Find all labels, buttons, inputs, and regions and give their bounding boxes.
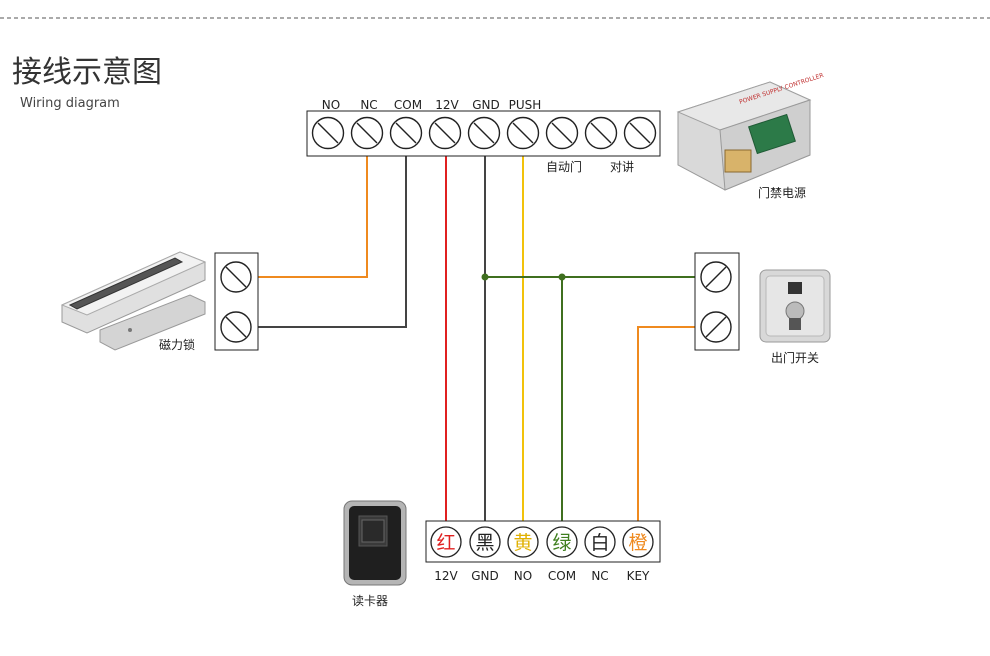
controller-screw-slot-7 [551, 122, 573, 144]
magnetic-lock-label: 磁力锁 [159, 337, 195, 352]
reader-terminal-label-2: GND [471, 569, 499, 583]
reader-terminal-block: 红黑黄绿白橙 [425, 520, 661, 563]
reader-terminal-label-6: KEY [627, 569, 650, 583]
reader-terminal-label-5: NC [591, 569, 608, 583]
wire-orange-nc-lock [258, 151, 368, 278]
reader-terminal-label-4: COM [548, 569, 576, 583]
reader-terminal-6 [622, 526, 654, 558]
exit-terminal-block [694, 252, 740, 351]
controller-screw-slot-3 [395, 122, 417, 144]
card-reader-image [343, 500, 407, 586]
reader-wire-glyph-4: 绿 [552, 532, 571, 554]
wire-black-com-lock [258, 151, 407, 328]
reader-wire-glyph-1: 红 [436, 532, 455, 554]
page-title: 接线示意图 [12, 55, 162, 90]
power-supply-label: 门禁电源 [758, 185, 806, 200]
junction-dot-gnd [481, 273, 489, 281]
terminal-label-nc: NC [360, 98, 377, 112]
terminal-label-no: NO [322, 98, 340, 112]
terminal-label-push: PUSH [509, 98, 542, 112]
controller-screw-slot-6 [512, 122, 534, 144]
reader-terminal-label-1: 12V [434, 569, 458, 583]
controller-screw-slot-9 [629, 122, 651, 144]
reader-terminal-1 [430, 526, 462, 558]
power-supply-image: POWER SUPPLY CONTROLLER [676, 72, 825, 191]
controller-screw-slot-4 [434, 122, 456, 144]
card-reader-label: 读卡器 [352, 594, 388, 608]
terminal-label-com: COM [394, 98, 422, 112]
reader-wire-glyph-5: 白 [590, 532, 609, 554]
reader-terminal-3 [507, 526, 539, 558]
terminal-label-12v: 12V [435, 98, 459, 112]
terminal-label-gnd: GND [472, 98, 500, 112]
reader-terminal-frame [425, 520, 661, 563]
controller-terminal-block [306, 110, 661, 157]
controller-screw-slot-1 [317, 122, 339, 144]
lock-terminal-block [214, 252, 259, 351]
reader-terminal-label-3: NO [514, 569, 532, 583]
exit-button-image [759, 269, 831, 343]
controller-screw-slot-2 [356, 122, 378, 144]
controller-screw-slot-8 [590, 122, 612, 144]
exit-button-label: 出门开关 [771, 350, 819, 365]
wire-orange-key-exit [637, 326, 716, 528]
reader-terminal-2 [469, 526, 501, 558]
page-subtitle: Wiring diagram [20, 96, 120, 111]
magnetic-lock-image [60, 251, 207, 351]
reader-terminal-5 [584, 526, 616, 558]
terminal-label-auto-door: 自动门 [546, 159, 582, 174]
reader-wire-glyph-3: 黄 [513, 532, 532, 554]
controller-screw-slot-5 [473, 122, 495, 144]
reader-wire-glyph-6: 橙 [628, 532, 647, 554]
reader-terminal-4 [546, 526, 578, 558]
junction-dot-com [558, 273, 566, 281]
terminal-label-intercom: 对讲 [610, 159, 634, 174]
reader-wire-glyph-2: 黑 [475, 532, 494, 554]
